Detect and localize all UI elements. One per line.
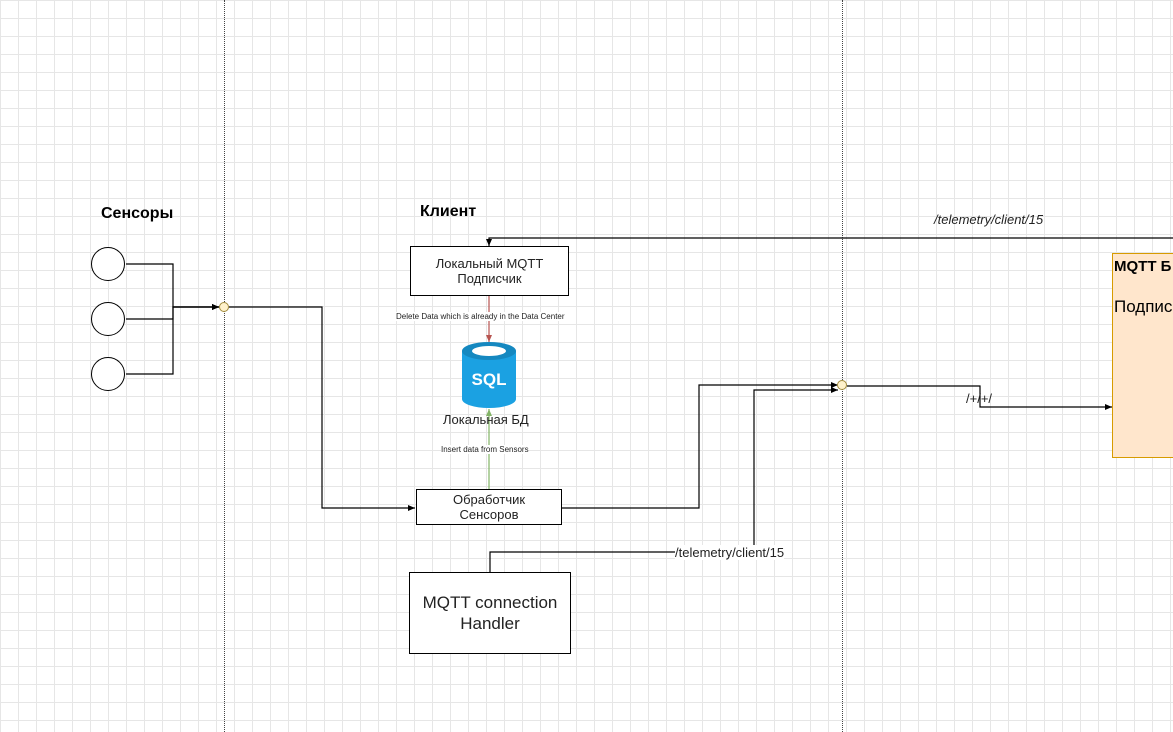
edge-handler-to-broker-joint [562, 382, 838, 509]
sql-icon-text: SQL [472, 370, 507, 389]
edge-connection-telemetry [489, 387, 838, 572]
edge-sensor-3 [126, 304, 219, 375]
lane-separator-left [224, 0, 225, 732]
sql-database-icon[interactable]: SQL [462, 342, 516, 408]
edge-joint-to-handler [229, 306, 415, 511]
wildcard-edge-label: /+/+/ [966, 391, 993, 406]
mqtt-broker-subtitle: Подпис [1114, 297, 1173, 316]
mqtt-broker-title: MQTT Б [1114, 258, 1172, 275]
mqtt-connection-handler-box[interactable]: MQTT connection Handler [409, 572, 571, 654]
sensor-node[interactable] [91, 302, 125, 336]
insert-data-edge-label: Insert data from Sensors [441, 445, 529, 454]
telemetry-bottom-edge-label: /telemetry/client/15 [675, 545, 785, 560]
mqtt-broker-box[interactable]: MQTT Б Подпис [1112, 253, 1173, 458]
sensor-handler-label: Обработчик Сенсоров [452, 492, 526, 522]
local-mqtt-subscriber-box[interactable]: Локальный MQTT Подписчик [410, 246, 569, 296]
sensors-title: Сенсоры [101, 205, 174, 222]
edge-broker-to-subscriber [486, 237, 1173, 246]
sensor-node[interactable] [91, 247, 125, 281]
mqtt-connection-handler-label: MQTT connection Handler [422, 593, 558, 633]
junction-point-sensors[interactable] [219, 302, 229, 312]
edge-joint-to-broker [847, 385, 1112, 410]
telemetry-top-edge-label: /telemetry/client/15 [934, 212, 1044, 227]
local-db-label: Локальная БД [443, 412, 529, 427]
delete-data-edge-label: Delete Data which is already in the Data… [396, 312, 565, 321]
edge-sensor-1 [126, 263, 219, 310]
sensor-handler-box[interactable]: Обработчик Сенсоров [416, 489, 562, 525]
client-title: Клиент [420, 203, 477, 220]
local-mqtt-subscriber-label: Локальный MQTT Подписчик [435, 256, 544, 286]
junction-point-broker[interactable] [837, 380, 847, 390]
sensor-node[interactable] [91, 357, 125, 391]
lane-separator-right [842, 0, 843, 732]
